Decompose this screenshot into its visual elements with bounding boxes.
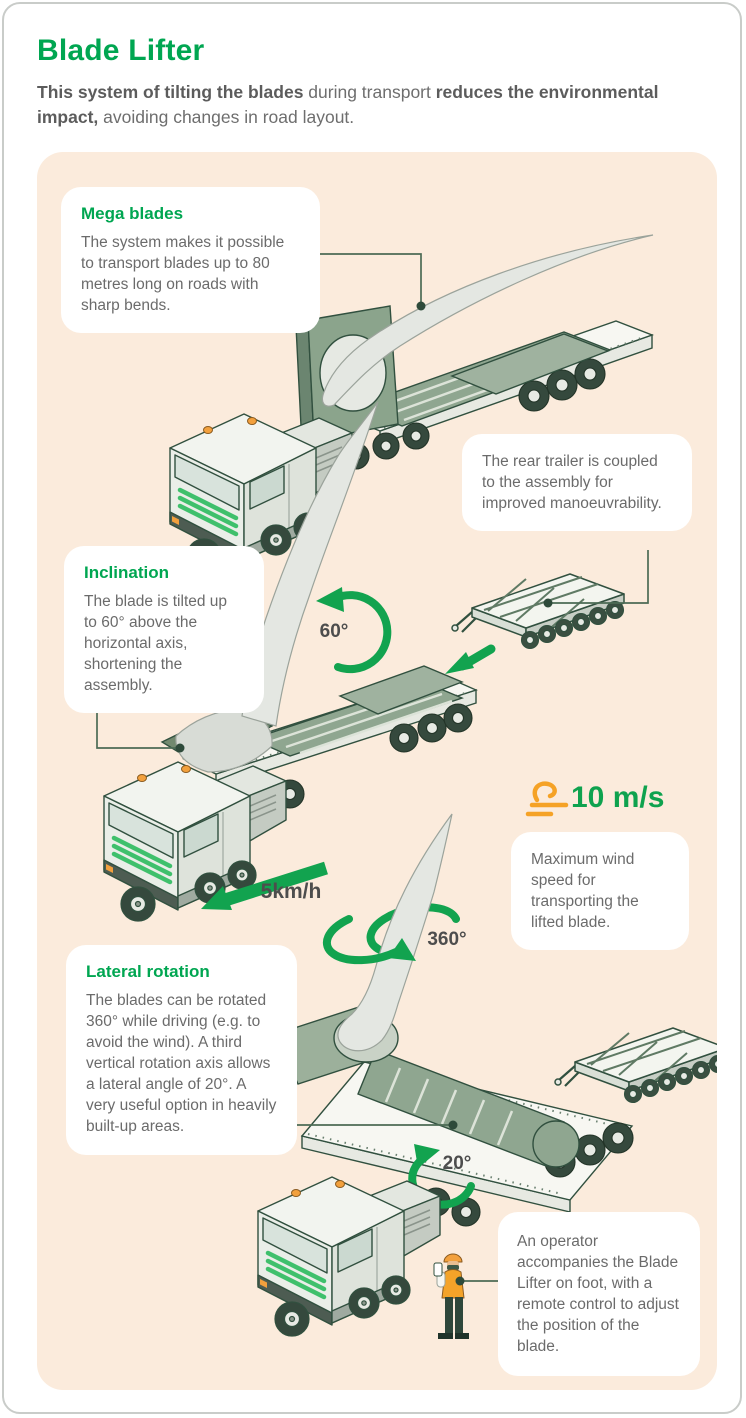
- page-subtitle: This system of tilting the blades during…: [37, 80, 705, 130]
- scene-flat-transport: [170, 234, 655, 573]
- scene-tilted-transport: [104, 401, 626, 921]
- callout-lateral-rotation: Lateral rotation The blades can be rotat…: [66, 945, 297, 1155]
- rear-trailer-detached: [450, 572, 626, 650]
- blade-support-platform-tilted: [250, 665, 464, 757]
- callout-rear-trailer-body: The rear trailer is coupled to the assem…: [482, 453, 662, 513]
- rotation-angle-label: 360°: [427, 929, 467, 950]
- scene-lateral-rotation: [258, 813, 717, 1339]
- blade-support-platform: [354, 331, 612, 427]
- callout-inclination-title: Inclination: [84, 563, 169, 582]
- page-title: Blade Lifter: [37, 34, 205, 67]
- rotate-360-arrow-icon: [322, 915, 416, 965]
- blade-lifter-illustration: [96, 234, 717, 1339]
- callout-inclination-body: The blade is tilted up to 60° above the …: [84, 593, 228, 695]
- callout-connectors: [96, 253, 649, 1286]
- speed-label: 5km/h: [260, 880, 322, 903]
- subtitle-end: avoiding changes in road layout.: [98, 107, 355, 128]
- direction-arrow-icon: [201, 861, 328, 910]
- callout-mega-blades-title: Mega blades: [81, 204, 184, 223]
- lateral-angle-label: 20°: [442, 1153, 472, 1174]
- callout-operator-body: An operator accompanies the Blade Lifter…: [517, 1233, 679, 1356]
- callout-wind-body: Maximum wind speed for transporting the …: [531, 851, 639, 932]
- callout-mega-blades-body: The system makes it possible to transpor…: [81, 234, 285, 315]
- blade-flat: [321, 234, 654, 407]
- blade-vertical: [337, 813, 453, 1052]
- callout-lateral-rotation-title: Lateral rotation: [86, 962, 210, 981]
- callout-operator: An operator accompanies the Blade Lifter…: [498, 1212, 700, 1377]
- wind-speed-value: 10 m/s: [571, 781, 665, 814]
- tilt-angle-label: 60°: [319, 621, 349, 642]
- callout-lateral-rotation-body: The blades can be rotated 360° while dri…: [86, 992, 277, 1136]
- callout-mega-blades: Mega blades The system makes it possible…: [61, 187, 320, 334]
- operator-figure: [433, 1253, 469, 1339]
- wind-icon: [525, 781, 569, 817]
- truck-tractor-3: [258, 1177, 440, 1336]
- callout-wind: Maximum wind speed for transporting the …: [511, 832, 689, 951]
- subtitle-mid: during transport: [303, 82, 436, 102]
- subtitle-bold-1: This system of tilting the blades: [37, 82, 304, 102]
- subtitle-bold-2: reduces the environmental impact,: [37, 82, 659, 128]
- truck-tractor-2: [104, 762, 286, 921]
- rotate-ccw-arrow-icon: [316, 587, 392, 674]
- coupling-arrow-icon: [445, 644, 496, 674]
- callout-rear-trailer: The rear trailer is coupled to the assem…: [462, 434, 692, 532]
- callout-inclination: Inclination The blade is tilted up to 60…: [64, 546, 264, 714]
- rear-trailer-coupled: [553, 1026, 717, 1104]
